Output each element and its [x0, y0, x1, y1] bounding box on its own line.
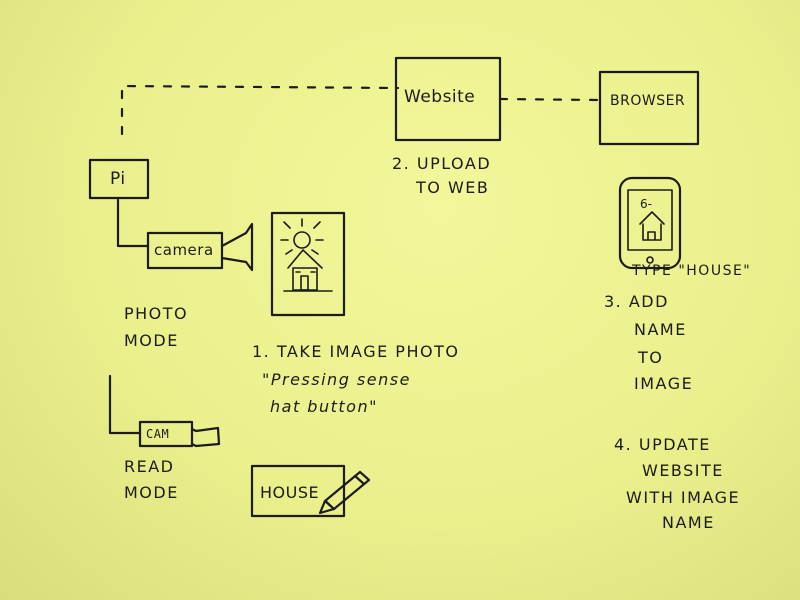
step1-line-1: 1. TAKE IMAGE PHOTO — [252, 342, 460, 361]
photo-frame-icon — [270, 211, 346, 317]
house-card-box — [250, 464, 346, 518]
browser-box — [598, 70, 700, 146]
cam-lens-icon — [190, 426, 221, 448]
pencil-icon — [318, 470, 371, 515]
cam-label: CAM — [146, 427, 170, 441]
pi-label: Pi — [110, 169, 126, 189]
step4-line-4: NAME — [662, 513, 715, 532]
camera-box — [146, 231, 224, 270]
step3-line-2: NAME — [634, 320, 687, 339]
step4-line-3: WITH IMAGE — [626, 488, 741, 507]
type-house-label: TYPE "HOUSE" — [632, 263, 752, 279]
step2-line-2: TO WEB — [416, 178, 490, 197]
website-browser-connector — [498, 97, 602, 102]
read-mode-line-2: MODE — [124, 483, 179, 502]
browser-label: BROWSER — [610, 93, 686, 109]
website-label: Website — [404, 87, 476, 107]
step3-line-1: 3. ADD — [604, 292, 669, 311]
website-box — [394, 56, 502, 142]
pi-website-connector — [120, 84, 400, 136]
step4-line-2: WEBSITE — [642, 461, 724, 480]
step3-line-3: TO — [638, 348, 664, 367]
step3-line-4: IMAGE — [634, 374, 694, 393]
photo-mode-line-1: PHOTO — [124, 304, 189, 323]
camera-label: camera — [154, 241, 214, 259]
read-mode-connector — [108, 374, 142, 435]
pi-camera-connector — [116, 198, 150, 248]
read-mode-line-1: READ — [124, 457, 175, 476]
house-icon — [283, 249, 333, 292]
cam-box — [138, 420, 194, 448]
photo-mode-line-2: MODE — [124, 331, 179, 350]
step1-line-2: "Pressing sense — [262, 370, 411, 389]
phone-screen-label: 6- — [640, 197, 652, 211]
step2-line-1: 2. UPLOAD — [392, 154, 492, 173]
sun-icon — [280, 218, 324, 255]
step1-line-3: hat button" — [270, 397, 378, 416]
pi-box — [88, 158, 150, 200]
step4-line-1: 4. UPDATE — [614, 435, 711, 454]
camera-lens-icon — [220, 222, 254, 272]
phone-icon — [618, 176, 682, 270]
house-label: HOUSE — [260, 483, 320, 502]
